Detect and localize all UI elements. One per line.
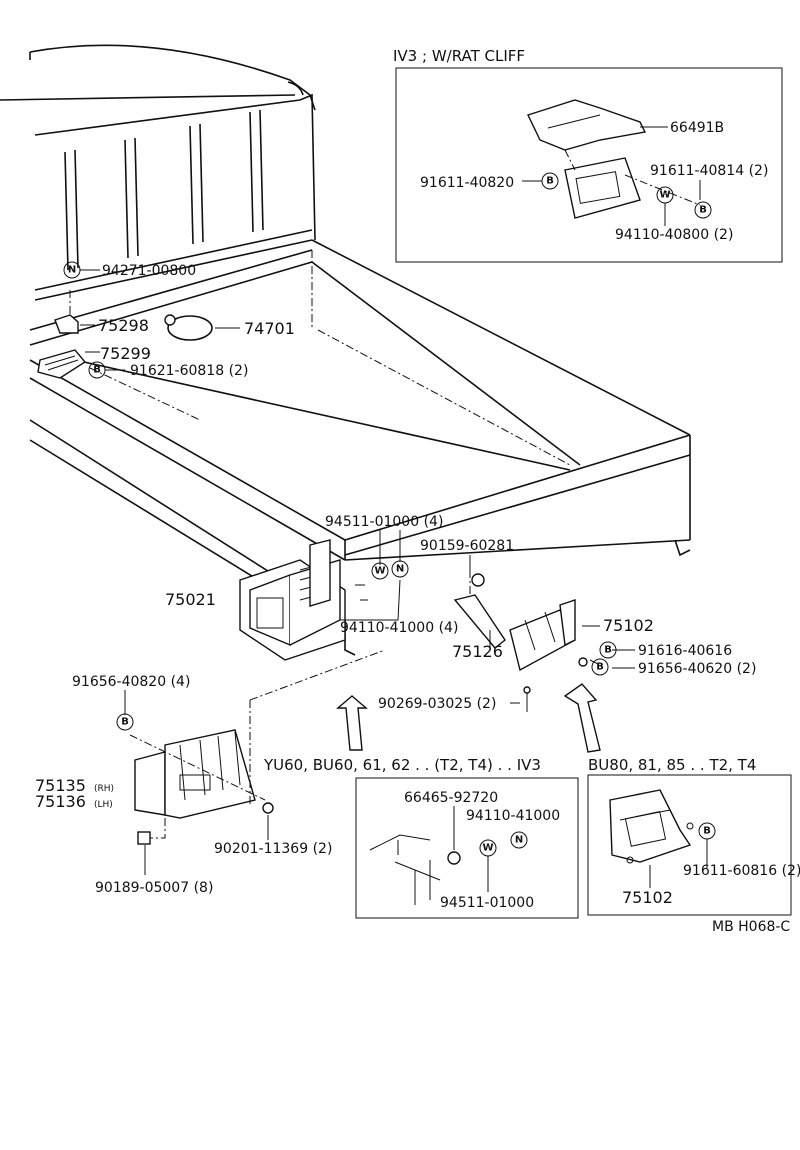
svg-text:N: N: [396, 564, 404, 575]
label-66465: 66465-92720: [404, 790, 498, 806]
label-75136: 75136: [35, 792, 86, 811]
label-75298: 75298: [98, 316, 149, 335]
label-91621: 91621-60818 (2): [130, 363, 248, 379]
label-94511: 94511-01000 (4): [325, 514, 443, 530]
svg-text:N: N: [68, 265, 76, 276]
direction-arrows: [336, 683, 601, 753]
label-74701: 74701: [244, 319, 295, 338]
label-90159: 90159-60281: [420, 538, 514, 554]
main-labels: 94271-00800 75298 74701 75299 91621-6081…: [35, 263, 756, 896]
washer-symbol: W: [479, 839, 497, 857]
label-91611-40820: 91611-40820: [420, 175, 514, 191]
svg-text:B: B: [546, 176, 554, 187]
label-91616: 91616-40616: [638, 643, 732, 659]
arrow-yu60: [336, 695, 368, 751]
svg-text:W: W: [659, 190, 670, 201]
svg-text:B: B: [596, 662, 604, 673]
nut-symbol: N: [510, 831, 528, 849]
label-90269: 90269-03025 (2): [378, 696, 496, 712]
bolt-symbol: B: [591, 658, 609, 676]
bolt-symbol: B: [698, 822, 716, 840]
label-75135: 75135: [35, 776, 86, 795]
label-75102: 75102: [603, 616, 654, 635]
label-94110: 94110-41000 (4): [340, 620, 458, 636]
inset-yu60-title: YU60, BU60, 61, 62 . . (T2, T4) . . IV3: [263, 756, 541, 774]
svg-text:W: W: [374, 566, 385, 577]
label-75126: 75126: [452, 642, 503, 661]
svg-text:B: B: [93, 365, 101, 376]
part-75299-shape: [37, 349, 87, 379]
inset-bu80: BU80, 81, 85 . . T2, T4 B 91611-60816 (2…: [587, 756, 800, 916]
part-75298-shape: [54, 314, 79, 334]
bolt-symbol: B: [599, 641, 617, 659]
washer-symbol: W: [656, 186, 674, 204]
side-bracket: [129, 649, 386, 845]
nut-symbol: N: [63, 261, 81, 279]
label-91611-60816: 91611-60816 (2): [683, 863, 800, 879]
leader-lines: [80, 269, 635, 875]
label-94271: 94271-00800: [102, 263, 196, 279]
washer-symbol: W: [371, 562, 389, 580]
part-74701-shape: [167, 315, 213, 341]
label-75136-side: (LH): [94, 800, 113, 810]
label-94110-41000-inset: 94110-41000: [466, 808, 560, 824]
inset-bu80-title: BU80, 81, 85 . . T2, T4: [588, 756, 756, 774]
label-94511-inset: 94511-01000: [440, 895, 534, 911]
inset-rat-cliff: IV3 ; W/RAT CLIFF 66491B 91611-40814 (2)…: [393, 47, 783, 263]
symbols: N B W N B B B: [63, 261, 617, 731]
bracket-assembly: [453, 570, 601, 712]
label-90189: 90189-05007 (8): [95, 880, 213, 896]
label-94110-40800: 94110-40800 (2): [615, 227, 733, 243]
inset-yu60: YU60, BU60, 61, 62 . . (T2, T4) . . IV3 …: [263, 756, 579, 919]
hinge-parts: [37, 314, 213, 421]
bolt-symbol: B: [88, 361, 106, 379]
inset-rat-cliff-title: IV3 ; W/RAT CLIFF: [393, 47, 525, 65]
label-75021: 75021: [165, 590, 216, 609]
label-75102-inset: 75102: [622, 888, 673, 907]
svg-text:B: B: [121, 717, 129, 728]
lamp-assembly: [239, 539, 368, 661]
label-66491b: 66491B: [670, 120, 724, 136]
svg-text:W: W: [482, 843, 493, 854]
nut-symbol: N: [391, 560, 409, 578]
svg-text:B: B: [699, 205, 707, 216]
label-75299: 75299: [100, 344, 151, 363]
svg-text:B: B: [703, 826, 711, 837]
label-90201: 90201-11369 (2): [214, 841, 332, 857]
bolt-symbol: B: [541, 172, 559, 190]
label-91656b: 91656-40620 (2): [638, 661, 756, 677]
label-91656a: 91656-40820 (4): [72, 674, 190, 690]
label-75135-side: (RH): [94, 784, 114, 794]
label-91611-40814: 91611-40814 (2): [650, 163, 768, 179]
arrow-bu80: [563, 683, 601, 753]
svg-text:N: N: [515, 835, 523, 846]
svg-text:B: B: [604, 645, 612, 656]
bolt-symbol: B: [694, 201, 712, 219]
figure-code: MB H068-C: [712, 919, 790, 935]
bolt-symbol: B: [116, 713, 134, 731]
